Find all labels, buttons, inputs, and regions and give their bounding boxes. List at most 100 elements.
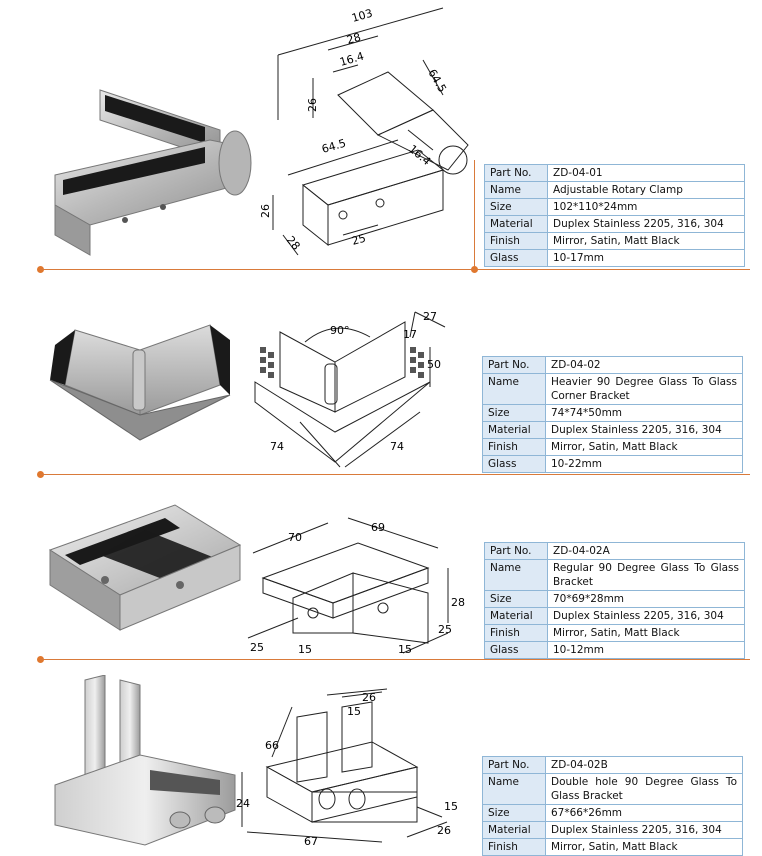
dimension-label: 28 bbox=[284, 234, 303, 253]
spec-value: 10-22mm bbox=[545, 455, 743, 473]
spec-value: 70*69*28mm bbox=[547, 590, 745, 608]
dimension-label: 67 bbox=[304, 835, 318, 848]
spec-row: Part No.ZD-04-02 bbox=[482, 356, 743, 374]
product-photo-double-hole-bracket bbox=[54, 675, 236, 846]
product-photo-rotary-clamp bbox=[54, 89, 252, 256]
spec-value: Mirror, Satin, Matt Black bbox=[545, 438, 743, 456]
dimension-label: 26 bbox=[437, 824, 451, 837]
spec-value: 74*74*50mm bbox=[545, 404, 743, 422]
spec-key: Name bbox=[482, 773, 546, 805]
spec-row: Part No.ZD-04-02B bbox=[482, 756, 743, 774]
spec-value: ZD-04-01 bbox=[547, 164, 745, 182]
spec-value: Mirror, Satin, Matt Black bbox=[547, 232, 745, 250]
spec-key: Name bbox=[484, 559, 548, 591]
spec-key: Part No. bbox=[484, 542, 548, 560]
spec-key: Size bbox=[482, 804, 546, 822]
dimension-label: 26 bbox=[259, 204, 272, 218]
dimension-label: 74 bbox=[270, 440, 284, 453]
spec-value: Duplex Stainless 2205, 316, 304 bbox=[545, 421, 743, 439]
product-section-1: 103 28 16.4 64.5 26 64.5 16.4 26 28 25 P… bbox=[0, 0, 762, 280]
spec-value: Mirror, Satin, Matt Black bbox=[545, 838, 743, 856]
dimension-label: 17 bbox=[403, 328, 417, 341]
spec-key: Part No. bbox=[482, 756, 546, 774]
dimension-label: 16.4 bbox=[338, 50, 365, 69]
dimension-label: 25 bbox=[438, 623, 452, 636]
dimension-label: 16.4 bbox=[406, 142, 433, 168]
dimension-label: 28 bbox=[451, 596, 465, 609]
spec-value: 67*66*26mm bbox=[545, 804, 743, 822]
dimension-label: 28 bbox=[345, 31, 362, 47]
dimension-label: 70 bbox=[288, 531, 302, 544]
spec-key: Material bbox=[484, 215, 548, 233]
product-photo-regular-bracket bbox=[48, 504, 242, 631]
section-divider bbox=[40, 659, 750, 660]
dimension-label: 66 bbox=[265, 739, 279, 752]
dimension-label: 26 bbox=[362, 691, 376, 704]
spec-value: Heavier 90 Degree Glass To Glass Corner … bbox=[545, 373, 743, 405]
divider-vertical bbox=[474, 160, 475, 270]
spec-value: Adjustable Rotary Clamp bbox=[547, 181, 745, 199]
spec-key: Name bbox=[484, 181, 548, 199]
spec-value: ZD-04-02B bbox=[545, 756, 743, 774]
spec-value: Duplex Stainless 2205, 316, 304 bbox=[545, 821, 743, 839]
technical-drawing-rotary-clamp: 103 28 16.4 64.5 26 64.5 16.4 26 28 25 bbox=[259, 7, 469, 256]
dimension-label: 64.5 bbox=[425, 67, 449, 95]
spec-key: Glass bbox=[482, 455, 546, 473]
angle-label: 90° bbox=[330, 324, 350, 337]
spec-value: 10-17mm bbox=[547, 249, 745, 267]
technical-drawing-double-hole-bracket: 26 15 66 24 15 26 67 bbox=[236, 688, 458, 848]
spec-key: Material bbox=[484, 607, 548, 625]
section-divider bbox=[40, 269, 750, 270]
dimension-label: 25 bbox=[250, 641, 264, 654]
spec-value: Mirror, Satin, Matt Black bbox=[547, 624, 745, 642]
spec-value: Duplex Stainless 2205, 316, 304 bbox=[547, 607, 745, 625]
spec-key: Glass bbox=[484, 249, 548, 267]
spec-key: Material bbox=[482, 821, 546, 839]
spec-key: Finish bbox=[484, 232, 548, 250]
dimension-label: 15 bbox=[398, 643, 412, 656]
dimension-label: 24 bbox=[236, 797, 250, 810]
spec-key: Size bbox=[482, 404, 546, 422]
spec-key: Size bbox=[484, 590, 548, 608]
spec-value: Regular 90 Degree Glass To Glass Bracket bbox=[547, 559, 745, 591]
spec-value: 102*110*24mm bbox=[547, 198, 745, 216]
spec-value: 10-12mm bbox=[547, 641, 745, 659]
spec-row: Part No.ZD-04-01 bbox=[484, 164, 745, 182]
spec-value: Duplex Stainless 2205, 316, 304 bbox=[547, 215, 745, 233]
technical-drawing-regular-bracket: 70 69 28 25 15 15 25 bbox=[247, 517, 465, 656]
dimension-label: 15 bbox=[347, 705, 361, 718]
spec-value: ZD-04-02 bbox=[545, 356, 743, 374]
spec-row: Part No.ZD-04-02A bbox=[484, 542, 745, 560]
spec-key: Material bbox=[482, 421, 546, 439]
dimension-label: 64.5 bbox=[320, 137, 347, 156]
technical-drawing-heavier-corner-bracket: 90° 27 17 50 74 74 bbox=[254, 310, 446, 468]
dimension-label: 74 bbox=[390, 440, 404, 453]
spec-key: Name bbox=[482, 373, 546, 405]
spec-key: Part No. bbox=[484, 164, 548, 182]
dimension-label: 15 bbox=[298, 643, 312, 656]
